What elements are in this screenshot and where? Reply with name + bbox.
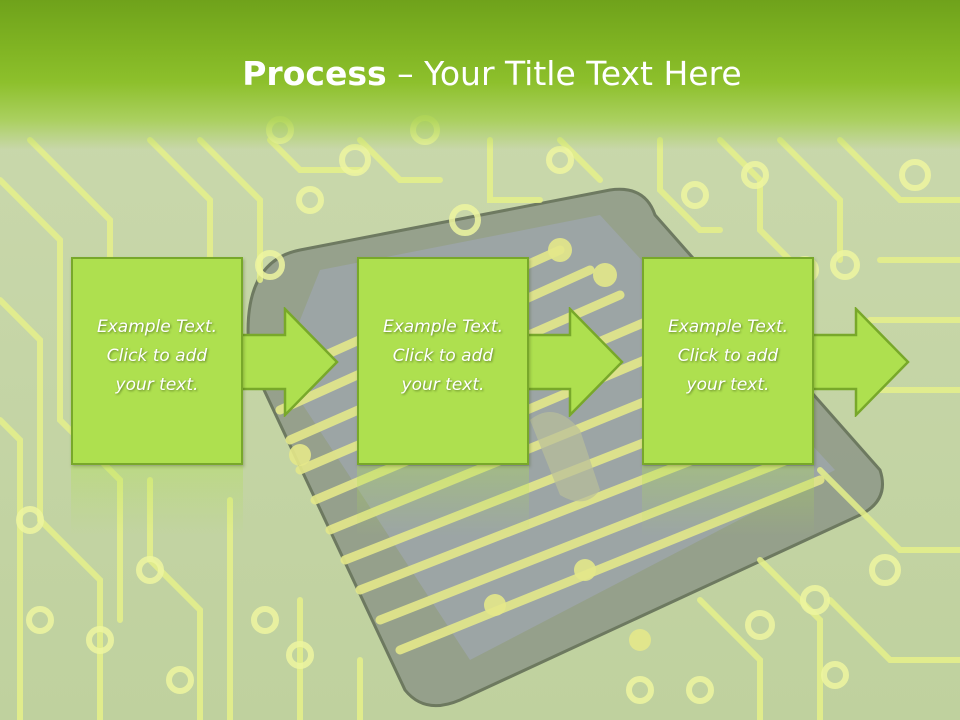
step-text-1: Example Text. Click to add your text. <box>73 313 241 400</box>
right-arrow-icon <box>522 307 624 417</box>
step-reflection-2 <box>357 466 529 536</box>
step-line: Example Text. <box>382 317 504 337</box>
step-reflection-3 <box>642 466 814 536</box>
step-line: Click to add <box>392 346 494 366</box>
step-line: Click to add <box>677 346 779 366</box>
step-line: your text. <box>401 375 485 395</box>
step-text-3: Example Text. Click to add your text. <box>644 313 812 400</box>
step-reflection-1 <box>71 466 243 536</box>
title-bold-part: Process <box>242 54 387 93</box>
step-line: Click to add <box>106 346 208 366</box>
step-line: Example Text. <box>96 317 218 337</box>
header-band <box>0 0 960 150</box>
step-text-2: Example Text. Click to add your text. <box>359 313 527 400</box>
title-rest-part: – Your Title Text Here <box>386 54 742 93</box>
right-arrow-icon <box>808 307 910 417</box>
step-box-1[interactable]: Example Text. Click to add your text. <box>71 257 243 465</box>
slide-title[interactable]: Process – Your Title Text Here <box>0 52 960 96</box>
step-line: your text. <box>686 375 770 395</box>
right-arrow-icon <box>237 307 339 417</box>
step-box-3[interactable]: Example Text. Click to add your text. <box>642 257 814 465</box>
step-line: your text. <box>115 375 199 395</box>
step-box-2[interactable]: Example Text. Click to add your text. <box>357 257 529 465</box>
step-line: Example Text. <box>667 317 789 337</box>
